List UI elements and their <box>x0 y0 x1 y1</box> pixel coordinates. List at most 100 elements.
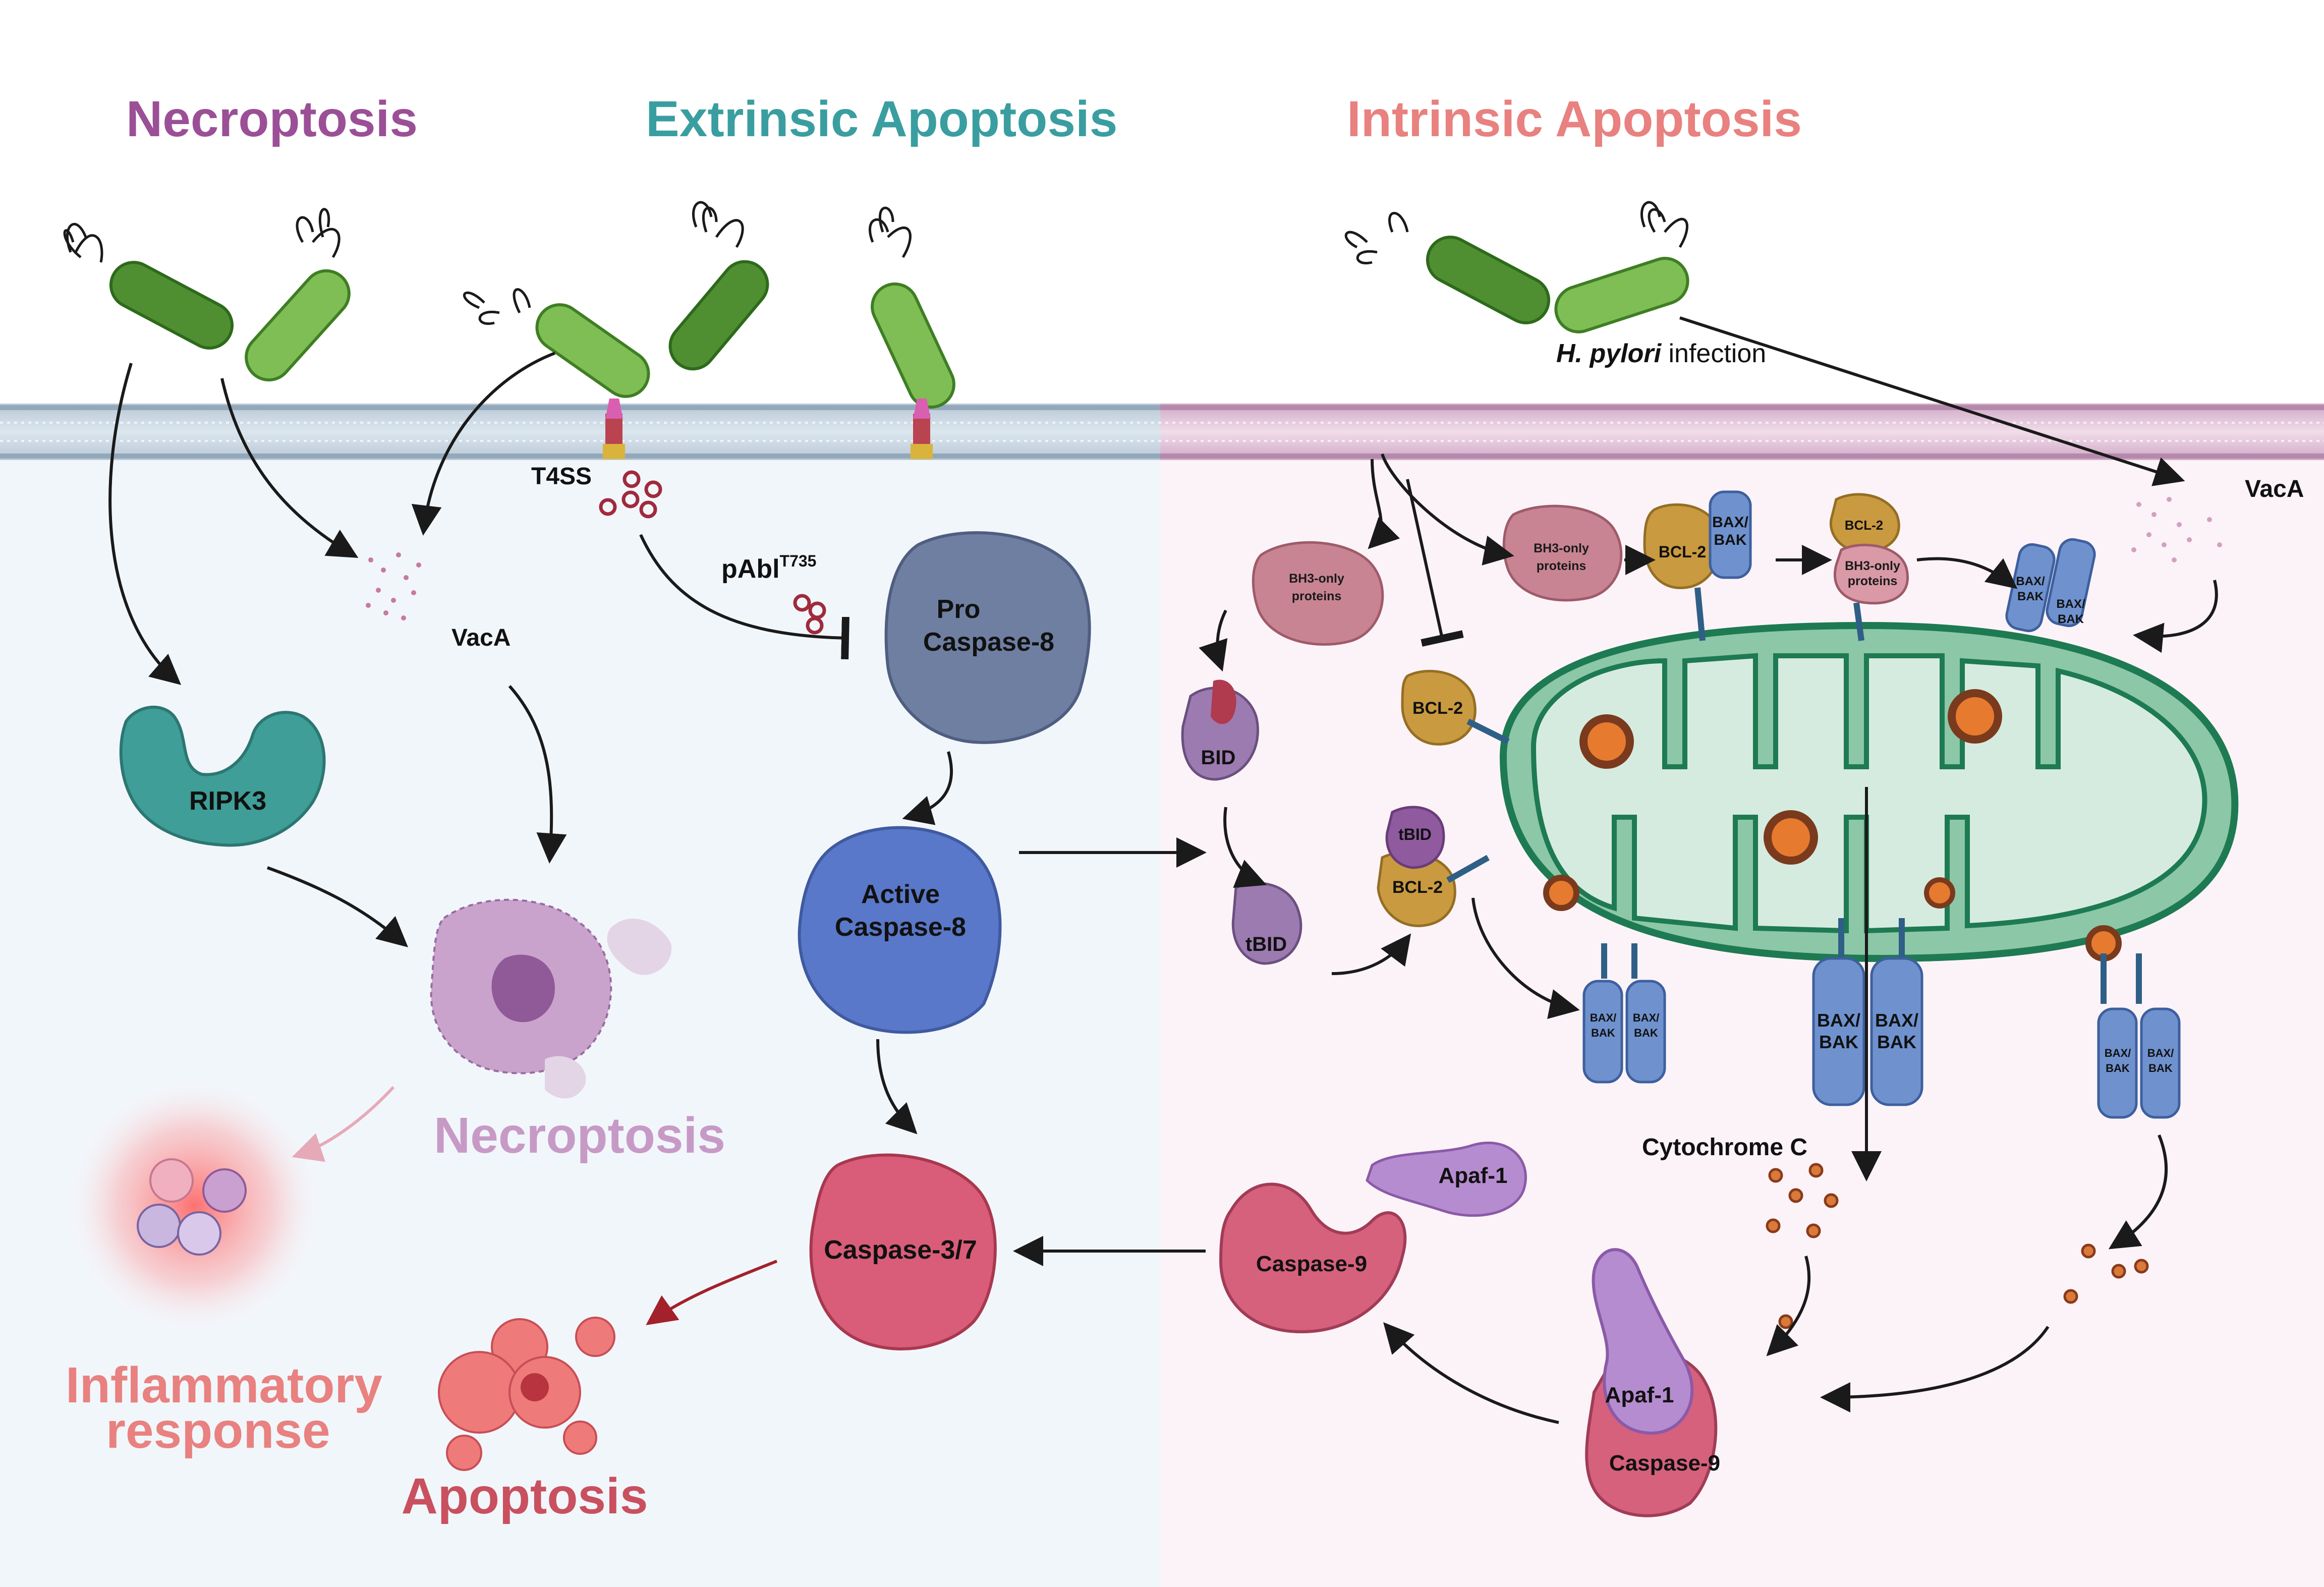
bacterium-3 <box>463 288 650 398</box>
bacterium-5 <box>869 206 955 409</box>
bh3-left-label-line2: proteins <box>1292 589 1342 603</box>
bh3-left-label-line1: BH3-only <box>1289 572 1344 586</box>
pro-caspase-8-label-line1: Pro <box>937 595 981 624</box>
bh3-on-bcl2-label-line2: proteins <box>1848 574 1898 588</box>
bax-tr-label-2a: BAX/ <box>2056 597 2085 611</box>
pabl-label: pAblT735 <box>721 552 816 584</box>
bax-top-label-1: BAX/ <box>1712 514 1748 531</box>
bcl-2-top-label: BCL-2 <box>1659 543 1706 561</box>
bax-tr-label-2b: BAK <box>2058 612 2084 626</box>
mitochondrion <box>1499 621 2239 962</box>
bax-top-label-2: BAK <box>1714 532 1747 548</box>
cell-membrane <box>0 404 2324 460</box>
bacterium-7 <box>1554 201 1689 333</box>
apaf-1-protein-top <box>1366 1142 1527 1217</box>
bid-label: BID <box>1201 747 1236 769</box>
bcl-2-right-top <box>1829 493 1900 554</box>
effector-circles-t4ss <box>599 470 662 519</box>
tbid-protein <box>1231 882 1302 965</box>
active-caspase-8-label-line2: Caspase-8 <box>835 913 966 942</box>
ripk3-protein <box>119 705 326 847</box>
bax-br-label-2b: BAK <box>2148 1062 2173 1074</box>
bh3-on-bcl2 <box>1834 543 1909 605</box>
t4ss-label: T4SS <box>531 463 592 490</box>
caspase-9-label-bottom: Caspase-9 <box>1609 1451 1720 1476</box>
bacterium-4 <box>668 201 769 371</box>
bcl-2-mid-label: BCL-2 <box>1412 699 1463 718</box>
tbid-on-bcl2-label: tBID <box>1398 825 1432 843</box>
vaca-toxin-right <box>2131 497 2222 562</box>
bax-br-label-1a: BAX/ <box>2105 1047 2131 1059</box>
bcl-2-tbid-label: BCL-2 <box>1392 878 1443 897</box>
bacterium-2 <box>245 208 351 382</box>
necroptosis-outcome-label: Necroptosis <box>434 1107 725 1164</box>
bh3-on-bcl2-label-line1: BH3-only <box>1845 559 1900 573</box>
bacterium-6 <box>1344 212 1551 324</box>
cytochrome-c-label: Cytochrome C <box>1642 1134 1807 1161</box>
bcl2-anchor-low <box>1446 855 1490 883</box>
bax-br-label-1b: BAK <box>2106 1062 2130 1074</box>
bh3-only-proteins-left <box>1252 541 1384 646</box>
bcl-2-top <box>1643 503 1721 589</box>
apoptotic-bodies <box>438 1317 615 1471</box>
ripk3-label: RIPK3 <box>189 786 266 816</box>
tbid-on-bcl2 <box>1385 806 1445 869</box>
vaca-label-left: VacA <box>451 625 511 651</box>
t4ss-channel-2 <box>911 399 933 459</box>
bax-bak-bottom-right <box>2097 953 2181 1119</box>
necroptotic-cell <box>430 898 672 1099</box>
bcl-2-mid <box>1401 669 1477 746</box>
to-inflammation-arrow <box>292 1086 395 1162</box>
pro-caspase-8-protein <box>884 531 1091 744</box>
bacterium-1 <box>63 222 234 350</box>
bax-bak-bottom-left <box>1582 943 1666 1084</box>
bax-bak-top <box>1694 490 1864 641</box>
vaca-label-right: VacA <box>2245 476 2304 502</box>
bid-protein <box>1181 679 1259 781</box>
active-caspase-8-label-line1: Active <box>861 880 940 909</box>
header-necroptosis: Necroptosis <box>126 91 418 147</box>
header-intrinsic-apoptosis: Intrinsic Apoptosis <box>1347 91 1802 147</box>
caspase-9-label-left: Caspase-9 <box>1256 1252 1367 1276</box>
bax-bl-label-1a: BAX/ <box>1590 1011 1617 1024</box>
bax-bl-label-2b: BAK <box>1634 1027 1658 1039</box>
pathway-arrows <box>108 316 2218 1424</box>
bcl-2-right-top-label: BCL-2 <box>1845 518 1884 533</box>
caspase-3-7-label: Caspase-3/7 <box>824 1235 977 1265</box>
apaf-1-label-top: Apaf-1 <box>1439 1163 1508 1188</box>
inflammatory-cells <box>63 1074 325 1337</box>
t4ss-channel-1 <box>603 399 625 459</box>
inflammatory-label-line2: response <box>106 1402 330 1459</box>
infection-label: H. pylori infection <box>1556 339 1766 368</box>
tbid-label: tBID <box>1245 933 1287 955</box>
inhibit-procaspase-arrow <box>639 534 849 660</box>
bax-bc-label-2b: BAK <box>1877 1032 1916 1052</box>
vaca-toxin-left <box>366 552 421 620</box>
inflammatory-label-line1: Inflammatory <box>66 1357 382 1413</box>
apaf-1-label-bottom: Apaf-1 <box>1605 1383 1674 1407</box>
bax-bl-label-1b: BAK <box>1591 1027 1615 1039</box>
effector-circles-pabl <box>793 594 826 635</box>
apoptosome <box>1585 1248 1718 1517</box>
to-apoptosis-arrow <box>646 1260 778 1325</box>
caspase-3-7-protein <box>809 1153 997 1350</box>
bax-tr-label-1b: BAK <box>2017 590 2044 603</box>
bcl2-anchor-mid <box>1466 718 1510 745</box>
bh3-top-label-line1: BH3-only <box>1534 541 1589 555</box>
bax-bl-label-2a: BAX/ <box>1633 1011 1660 1024</box>
active-caspase-8-protein <box>798 826 1002 1034</box>
bax-tr-label-1a: BAX/ <box>2016 575 2045 588</box>
apoptosis-outcome-label: Apoptosis <box>402 1468 648 1524</box>
pro-caspase-8-label-line2: Caspase-8 <box>923 628 1054 657</box>
bax-br-label-2a: BAX/ <box>2147 1047 2174 1059</box>
bax-bak-bottom-center <box>1812 918 1923 1106</box>
bax-bc-label-2a: BAX/ <box>1875 1010 1918 1031</box>
inhibit-bcl2-arrow <box>1406 479 1464 647</box>
bax-bc-label-1a: BAX/ <box>1817 1010 1860 1031</box>
header-extrinsic-apoptosis: Extrinsic Apoptosis <box>646 91 1117 147</box>
bh3-top-label-line2: proteins <box>1537 559 1586 573</box>
bax-bc-label-1b: BAK <box>1819 1032 1858 1052</box>
caspase-9-protein-left <box>1219 1182 1407 1334</box>
